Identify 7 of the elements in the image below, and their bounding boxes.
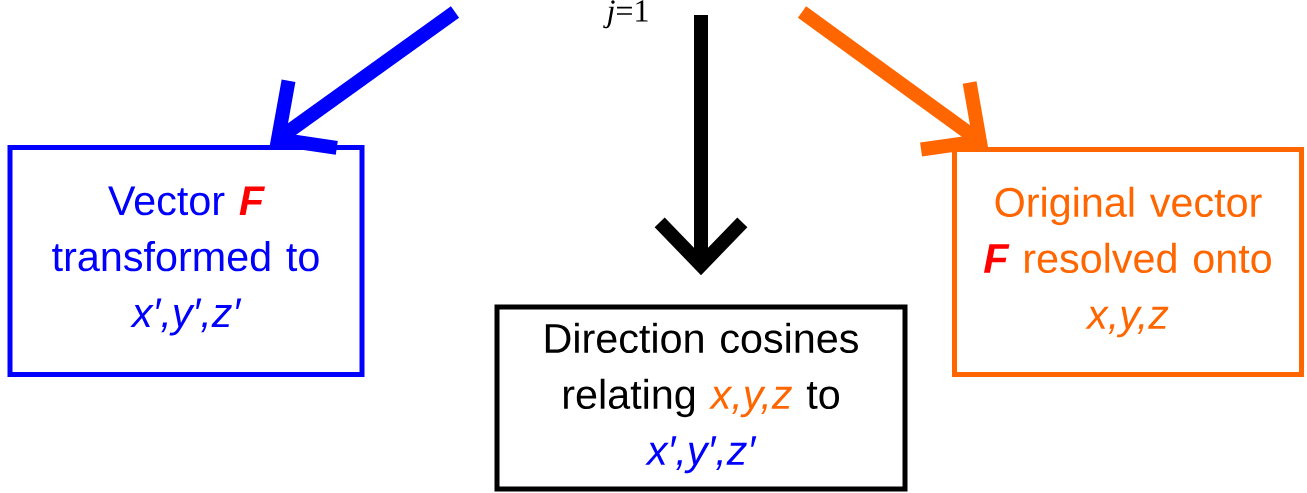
text-box: Direction cosines relating x,y,z to x′,y′,z′ bbox=[494, 304, 908, 492]
formula-text: j=1 bbox=[603, 0, 648, 29]
text-box: Vector F transformed to x′,y′,z′ bbox=[7, 145, 365, 377]
arrow bbox=[797, 6, 988, 157]
arrow bbox=[654, 15, 748, 276]
arrow bbox=[269, 6, 460, 155]
text-box: Original vector F resolved onto x,y,z bbox=[952, 147, 1304, 377]
